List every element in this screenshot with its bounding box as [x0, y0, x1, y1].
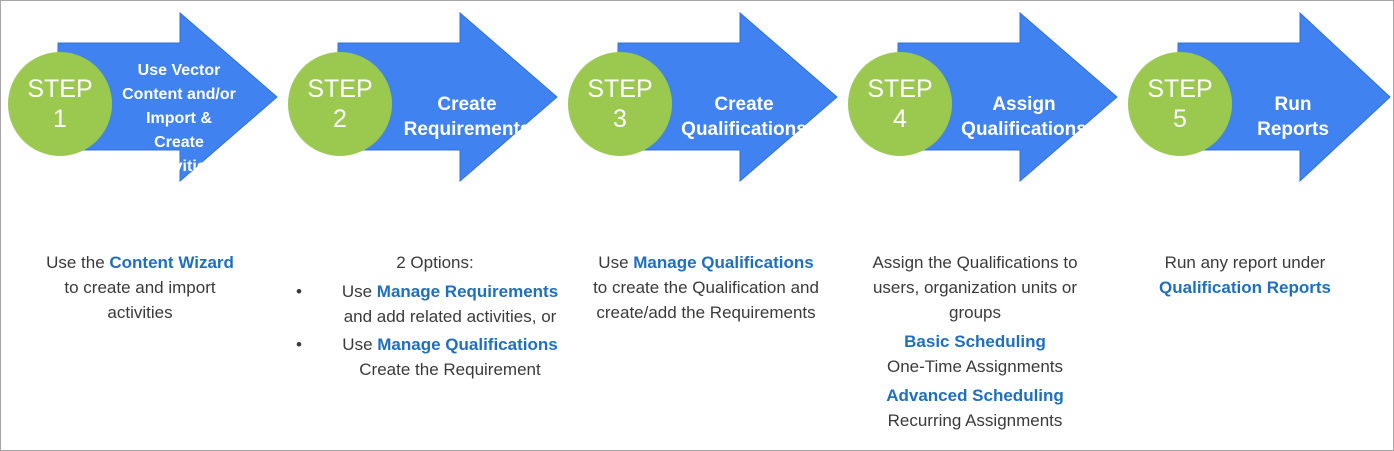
step-3-arrow-label: Create Qualifications [668, 52, 820, 182]
step-4-description: Assign the Qualifications to users, orga… [850, 250, 1100, 433]
basic-scheduling-text: One-Time Assignments [886, 357, 1064, 376]
step-5-description: Run any report under Qualification Repor… [1130, 250, 1360, 300]
step-4-number: 4 [893, 105, 907, 133]
step-4-arrow-label: Assign Qualifications [948, 52, 1100, 182]
step-1-arrow-line: Use Vector [137, 62, 221, 79]
manage-qualifications-link[interactable]: Manage Qualifications [377, 335, 558, 354]
step-4-arrow-line: Assign [992, 94, 1056, 115]
step-4-arrow-line: Qualifications [961, 119, 1087, 140]
content-wizard-link[interactable]: Content Wizard [109, 253, 234, 272]
advanced-scheduling-link[interactable]: Advanced Scheduling [886, 386, 1064, 405]
step-3-desc-pre: Use [598, 253, 634, 272]
step-5-arrow-label: Run Reports [1238, 52, 1348, 182]
step-4-word: STEP [867, 75, 933, 103]
option-pre: Use [341, 282, 377, 301]
step-1-desc-post: to create and import activities [64, 278, 216, 322]
step-1-arrow-line: Activities [143, 158, 215, 175]
step-5-word: STEP [1147, 75, 1213, 103]
step-2-circle: STEP 2 [288, 52, 392, 156]
manage-requirements-link[interactable]: Manage Requirements [376, 282, 559, 301]
step-2-options: • Use Manage Requirements and add relate… [290, 279, 580, 382]
step-1-arrow-label: Use Vector Content and/or Import & Creat… [110, 44, 248, 194]
option-post: Create the Requirement [359, 360, 541, 379]
step-2: STEP 2 Create Requirements 2 Options: • … [280, 0, 560, 451]
step-1-arrow-line: Create [154, 134, 204, 151]
step-2-arrow-line: Requirements [403, 119, 531, 140]
step-2-intro: 2 Options: [396, 253, 474, 272]
step-4-circle: STEP 4 [848, 52, 952, 156]
step-5-number: 5 [1173, 105, 1187, 133]
step-2-option: • Use Manage Qualifications Create the R… [290, 332, 580, 382]
step-2-number: 2 [333, 105, 347, 133]
advanced-scheduling-block: Advanced Scheduling Recurring Assignment… [850, 383, 1100, 433]
bullet-icon: • [296, 335, 302, 354]
step-5-arrow-line: Reports [1257, 119, 1329, 140]
step-1-circle: STEP 1 [8, 52, 112, 156]
option-pre: Use [342, 335, 378, 354]
step-5-desc-pre: Run any report under [1164, 253, 1326, 272]
bullet-icon: • [296, 282, 302, 301]
step-1-arrow-line: Content and/or [122, 86, 236, 103]
step-2-option: • Use Manage Requirements and add relate… [290, 279, 580, 329]
qualification-reports-link[interactable]: Qualification Reports [1159, 278, 1331, 297]
basic-scheduling-block: Basic Scheduling One-Time Assignments [850, 329, 1100, 379]
step-1-description: Use the Content Wizard to create and imp… [20, 250, 260, 325]
step-3-arrow-line: Qualifications [681, 119, 807, 140]
basic-scheduling-link[interactable]: Basic Scheduling [904, 332, 1046, 351]
step-2-arrow-label: Create Requirements [388, 52, 546, 182]
step-2-description: 2 Options: • Use Manage Requirements and… [290, 250, 580, 385]
step-3-number: 3 [613, 105, 627, 133]
step-5-arrow-line: Run [1274, 94, 1312, 115]
step-3-word: STEP [587, 75, 653, 103]
option-post: and add related activities, or [343, 307, 557, 326]
step-4: STEP 4 Assign Qualifications Assign the … [840, 0, 1120, 451]
step-2-arrow-line: Create [437, 94, 497, 115]
step-3-circle: STEP 3 [568, 52, 672, 156]
step-1-desc-pre: Use the [46, 253, 110, 272]
step-1-word: STEP [27, 75, 93, 103]
step-4-desc-text: Assign the Qualifications to users, orga… [872, 253, 1078, 322]
advanced-scheduling-text: Recurring Assignments [887, 411, 1063, 430]
step-5: STEP 5 Run Reports Run any report under … [1120, 0, 1394, 451]
step-5-circle: STEP 5 [1128, 52, 1232, 156]
step-2-word: STEP [307, 75, 373, 103]
step-1-arrow-line: Import & [146, 110, 212, 127]
step-1: STEP 1 Use Vector Content and/or Import … [0, 0, 280, 451]
step-1-number: 1 [53, 105, 67, 133]
step-3: STEP 3 Create Qualifications Use Manage … [560, 0, 840, 451]
manage-qualifications-link[interactable]: Manage Qualifications [633, 253, 814, 272]
step-3-arrow-line: Create [714, 94, 774, 115]
step-3-description: Use Manage Qualifications to create the … [580, 250, 832, 325]
step-3-desc-post: to create the Qualification and create/a… [593, 278, 819, 322]
